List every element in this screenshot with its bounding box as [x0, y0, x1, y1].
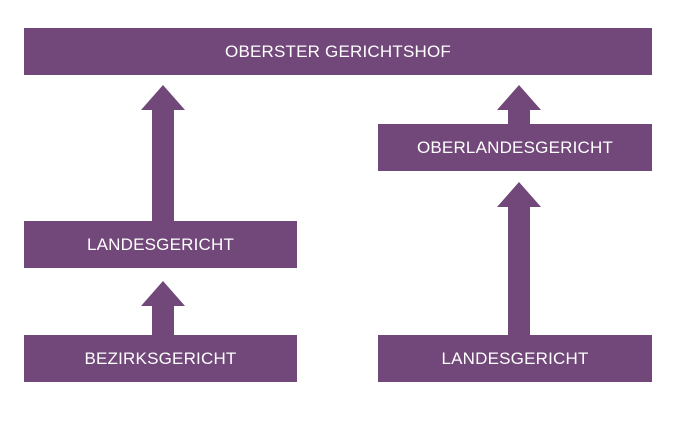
node-landesgericht-left: LANDESGERICHT: [24, 221, 297, 268]
arrow-up-icon: [497, 182, 541, 335]
node-label: OBERLANDESGERICHT: [416, 137, 614, 157]
node-label: BEZIRKSGERICHT: [84, 348, 237, 368]
arrow-up-icon: [141, 281, 185, 335]
arrow-up-icon: [497, 85, 541, 124]
node-bezirksgericht: BEZIRKSGERICHT: [24, 335, 297, 382]
node-label: LANDESGERICHT: [441, 348, 589, 368]
node-label: OBERSTER GERICHTSHOF: [225, 41, 451, 61]
node-oberlandesgericht: OBERLANDESGERICHT: [378, 124, 652, 171]
node-label: LANDESGERICHT: [86, 234, 235, 254]
node-landesgericht-right: LANDESGERICHT: [378, 335, 652, 382]
arrow-up-icon: [141, 85, 185, 221]
node-oberster-gerichtshof: OBERSTER GERICHTSHOF: [24, 28, 652, 75]
